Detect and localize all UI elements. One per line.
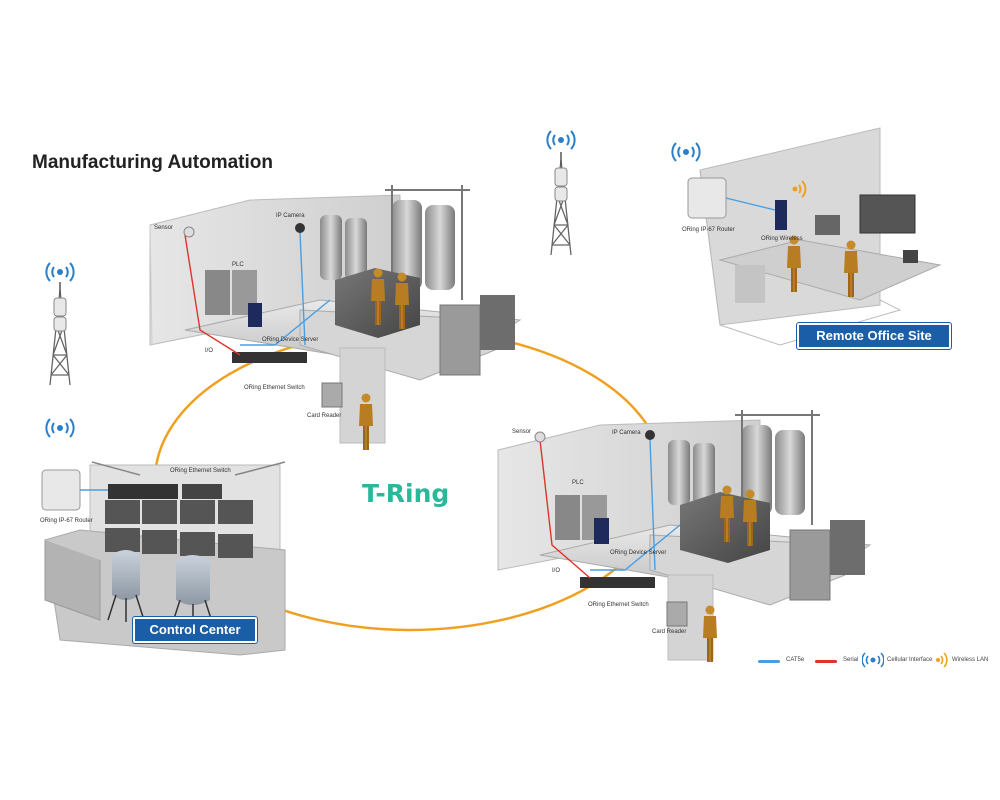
wireless-device-icon (775, 200, 787, 230)
label-card-reader: Card Reader (652, 629, 686, 635)
label-card-reader: Card Reader (307, 413, 341, 419)
legend-cellular-icon (862, 652, 884, 668)
card-reader-icon (666, 601, 688, 627)
factory-top: Sensor IP Camera PLC I/O ORing Device Se… (149, 185, 522, 451)
label-plc: PLC (232, 262, 244, 268)
factory-bottom: Sensor IP Camera PLC I/O ORing Device Se… (497, 410, 872, 663)
label-ethernet-switch: ORing Ethernet Switch (588, 602, 649, 608)
label-device-server: ORing Device Server (610, 550, 666, 556)
router-icon (41, 469, 81, 511)
label-ethernet-switch: ORing Ethernet Switch (244, 385, 305, 391)
sensor-icon (534, 431, 546, 443)
legend-serial-swatch (815, 660, 837, 663)
ethernet-switch-icon (108, 484, 178, 499)
ethernet-switch-icon (580, 577, 655, 588)
legend-serial-label: Serial (843, 657, 859, 663)
ethernet-switch-icon (232, 352, 307, 363)
label-ip-camera: IP Camera (276, 213, 305, 219)
label-ip-camera: IP Camera (612, 430, 641, 436)
ip-camera-icon (295, 223, 305, 233)
ip-camera-icon (645, 430, 655, 440)
legend-cellular-label: Cellular Interface (887, 657, 933, 663)
label-sensor: Sensor (512, 429, 531, 435)
legend-wireless-label: Wireless LAN (952, 657, 989, 663)
label-wireless-device: ORing Wireless (761, 236, 803, 242)
label-sensor: Sensor (154, 225, 173, 231)
legend-cat5e-swatch (758, 660, 780, 663)
device-server-icon (248, 303, 262, 327)
card-reader-icon (321, 382, 343, 408)
label-io: I/O (205, 348, 213, 354)
label-io: I/O (552, 568, 560, 574)
router-icon (687, 177, 727, 219)
page-title: Manufacturing Automation (32, 152, 273, 173)
cellular-icon (546, 130, 576, 150)
t-ring-label: T-Ring (362, 479, 450, 508)
control-center-badge: Control Center (133, 617, 257, 643)
label-router: ORing IP-67 Router (682, 227, 735, 233)
sensor-icon (183, 226, 195, 238)
remote-office-badge: Remote Office Site (797, 323, 951, 349)
cell-tower-middle (546, 130, 576, 256)
cellular-icon (45, 418, 75, 438)
device-server-icon (594, 518, 609, 544)
cellular-icon (45, 262, 75, 282)
legend-cat5e-label: CAT5e (786, 657, 805, 663)
legend-wireless-icon (936, 652, 948, 668)
cell-tower-left (45, 262, 75, 386)
label-switch: ORing Ethernet Switch (170, 468, 231, 474)
label-plc: PLC (572, 480, 584, 486)
label-device-server: ORing Device Server (262, 337, 318, 343)
chair-left (107, 550, 145, 622)
cellular-icon (671, 142, 701, 162)
label-router: ORing IP-67 Router (40, 518, 93, 524)
remote-office: ORing IP-67 Router ORing Wireless (671, 127, 942, 346)
